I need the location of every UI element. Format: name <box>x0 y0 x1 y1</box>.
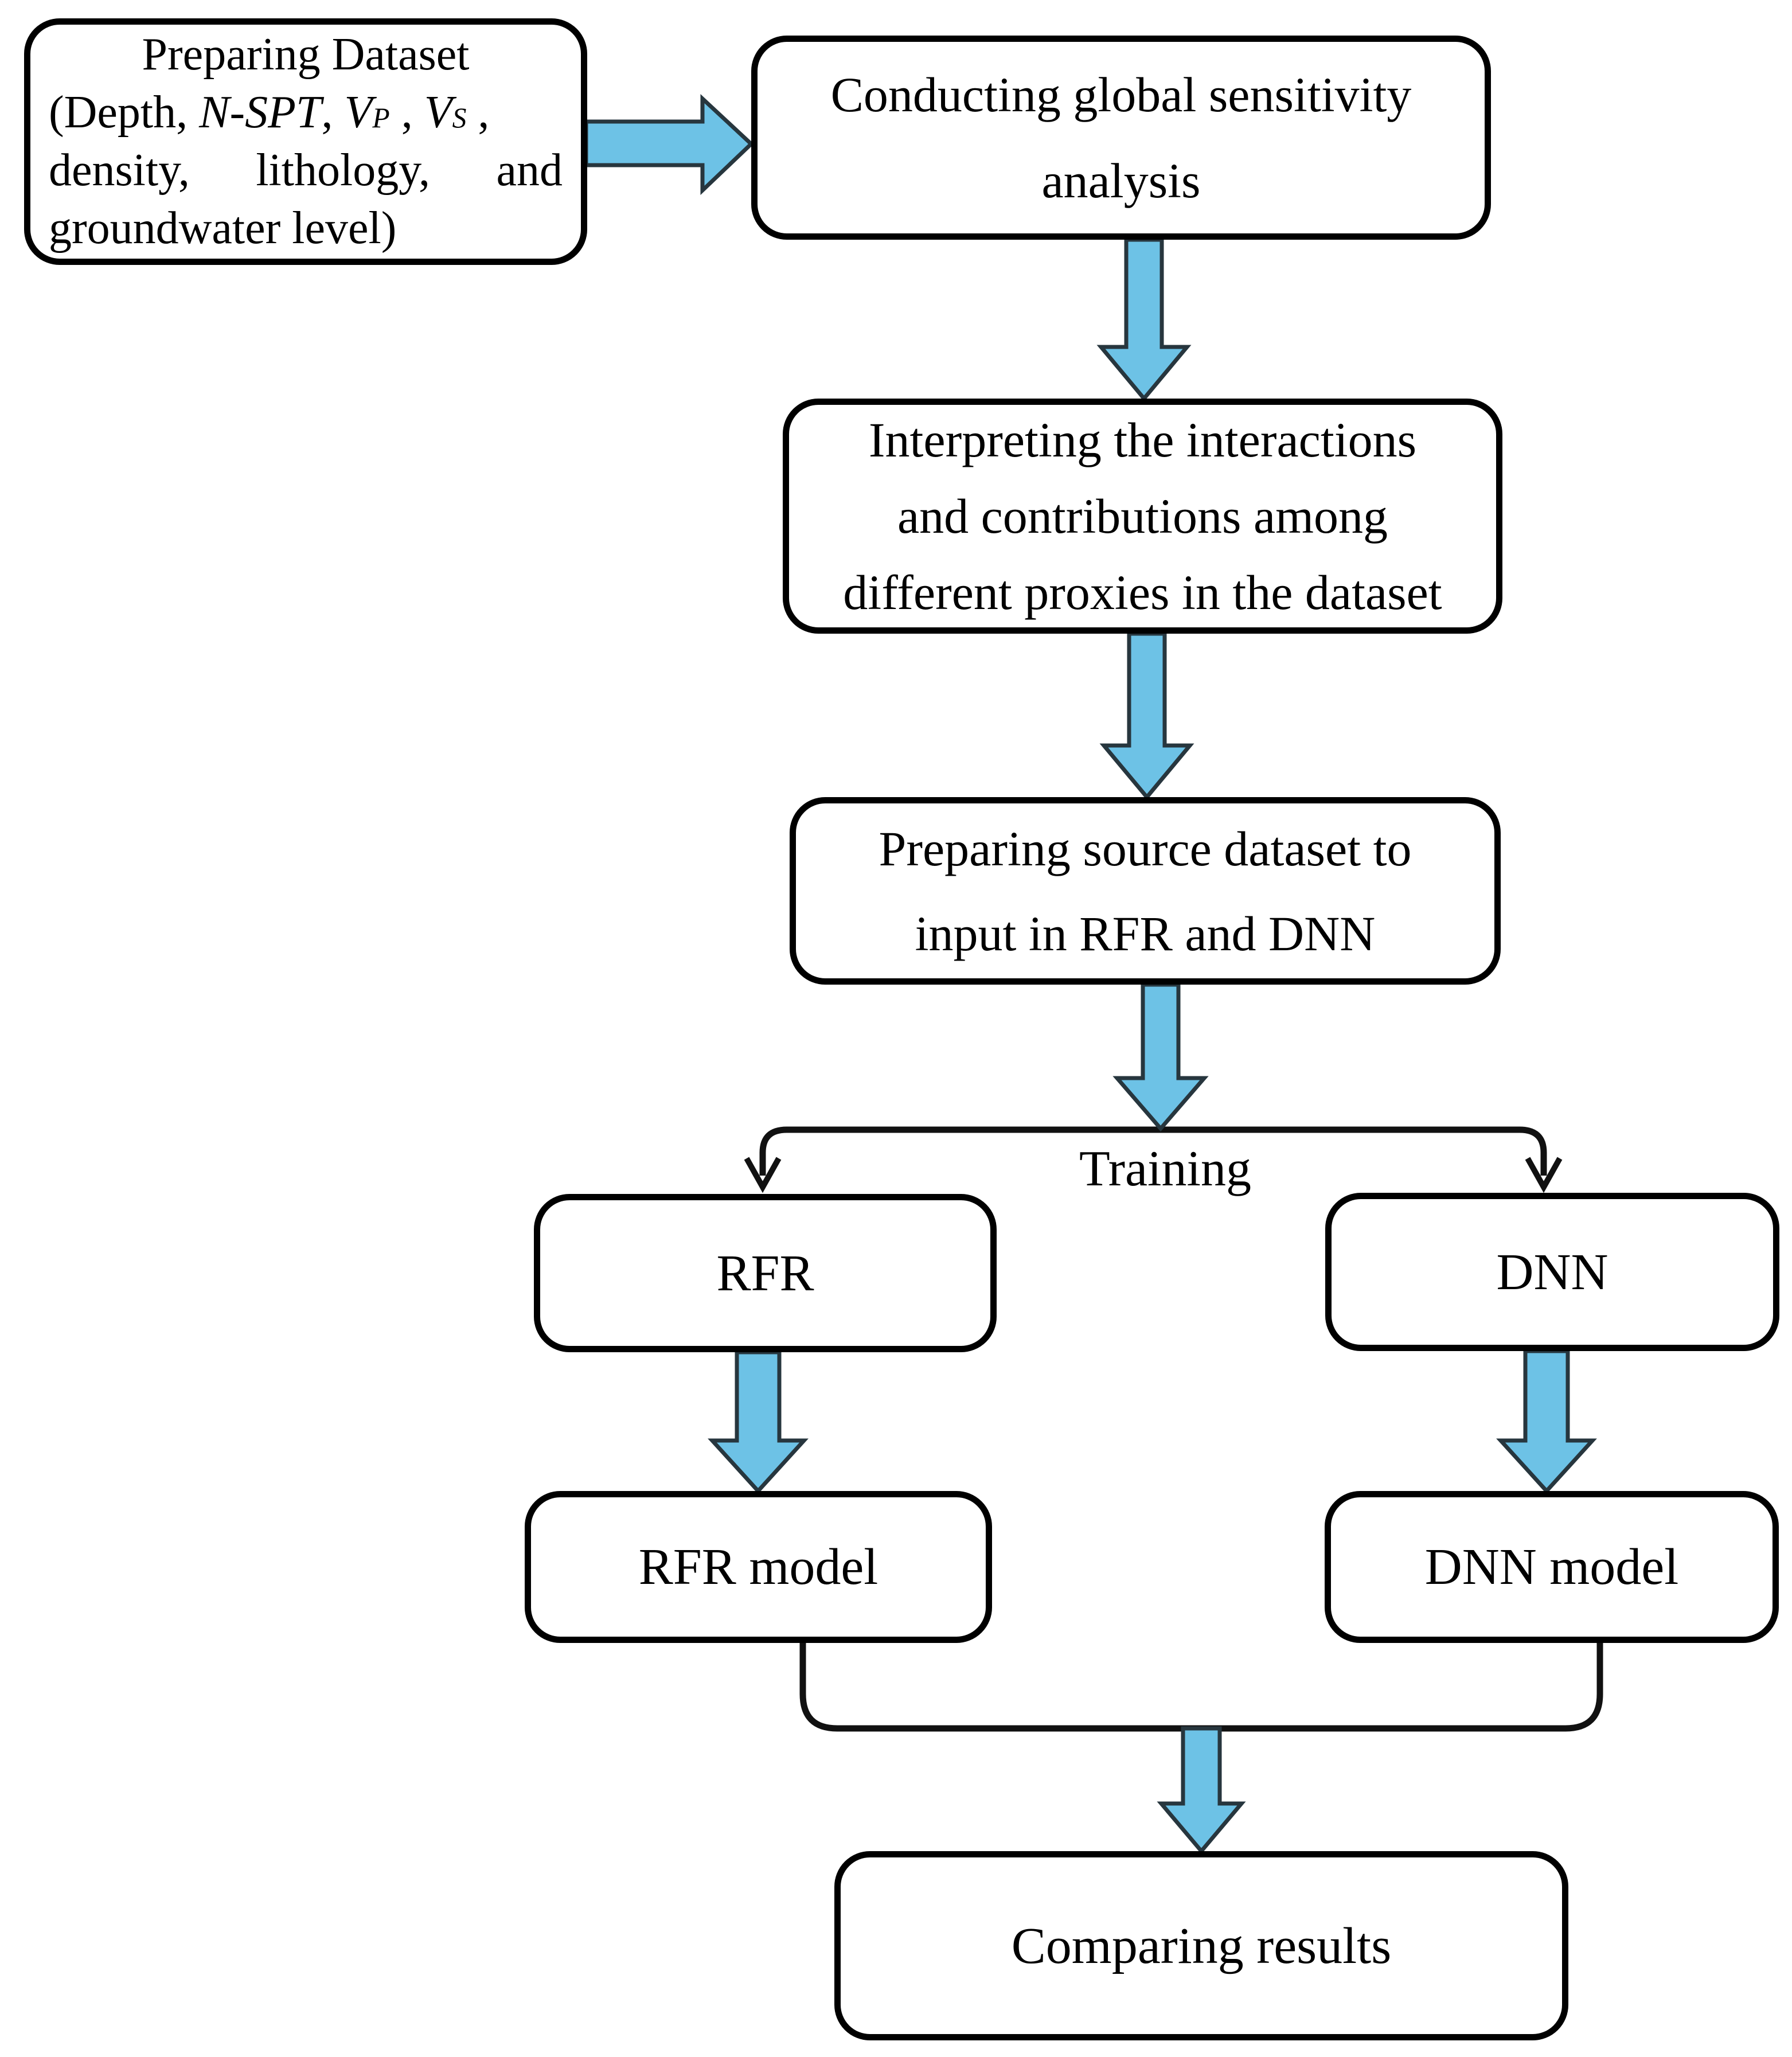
node-comparing-results: Comparing results <box>834 1851 1568 2040</box>
converge-connector <box>799 1641 1603 1732</box>
source-line-1: Preparing source dataset to <box>879 821 1412 876</box>
dataset-sep2-text: , <box>389 87 424 138</box>
sensitivity-line-2: analysis <box>1041 153 1201 208</box>
dataset-density-text: density, <box>49 145 190 196</box>
node-global-sensitivity: Conducting global sensitivity analysis <box>751 36 1491 240</box>
dataset-depth-text: (Depth, <box>49 87 200 138</box>
dataset-line-3: density, lithology, and <box>49 142 563 200</box>
arrow-converge-to-comparing <box>1157 1726 1246 1855</box>
dataset-line-2: (Depth, N-SPT, VP , VS , <box>49 84 563 142</box>
arrow-dnn-to-dnn-model <box>1496 1349 1597 1494</box>
sensitivity-line-1: Conducting global sensitivity <box>830 67 1412 122</box>
arrow-interpret-to-source <box>1099 631 1194 801</box>
converge-line-left <box>799 1641 1201 1732</box>
arrow-dataset-to-sensitivity <box>584 93 755 196</box>
dataset-vs-text: V <box>424 87 452 138</box>
node-rfr-model: RFR model <box>525 1491 992 1643</box>
rfr-label: RFR <box>716 1244 814 1302</box>
node-source-dataset: Preparing source dataset to input in RFR… <box>790 797 1501 985</box>
dataset-lithology-text: lithology, <box>256 145 431 196</box>
training-label: Training <box>1079 1141 1251 1197</box>
dataset-and-text: and <box>496 145 563 196</box>
dataset-vp-subscript: P <box>372 102 390 134</box>
node-interpret-interactions: Interpreting the interactions and contri… <box>783 399 1502 634</box>
dataset-vp-text: V <box>344 87 373 138</box>
arrow-rfr-to-rfr-model <box>708 1350 809 1494</box>
node-dnn-model: DNN model <box>1325 1491 1779 1643</box>
interpret-line-3: different proxies in the dataset <box>843 564 1442 620</box>
rfr-model-label: RFR model <box>638 1539 879 1595</box>
node-rfr: RFR <box>534 1194 997 1352</box>
interpret-line-2: and contributions among <box>897 488 1388 544</box>
dataset-vs-subscript: S <box>452 102 467 134</box>
split-arrowhead-right-icon <box>1525 1157 1563 1193</box>
dnn-model-label: DNN model <box>1424 1539 1679 1595</box>
split-arrowhead-left-icon <box>744 1157 782 1193</box>
training-split-connector <box>744 1126 1563 1193</box>
node-dnn: DNN <box>1325 1193 1779 1351</box>
arrow-source-to-training <box>1112 982 1209 1132</box>
dataset-sep1-text: , <box>321 87 345 138</box>
interpret-line-1: Interpreting the interactions <box>868 412 1417 467</box>
comparing-results-label: Comparing results <box>1011 1917 1392 1974</box>
dnn-label: DNN <box>1496 1243 1608 1301</box>
dataset-line-4: groundwater level) <box>49 200 563 257</box>
source-line-2: input in RFR and DNN <box>915 905 1376 961</box>
converge-line-right <box>1201 1641 1603 1732</box>
arrow-sensitivity-to-interpret <box>1096 237 1192 402</box>
dataset-nspt-text: N-SPT <box>199 87 322 138</box>
dataset-sep3-text: , <box>466 87 490 138</box>
dataset-line-1: Preparing Dataset <box>49 26 563 84</box>
dataset-groundwater-text: groundwater level) <box>49 203 397 253</box>
node-preparing-dataset: Preparing Dataset (Depth, N-SPT, VP , VS… <box>24 18 587 265</box>
split-line <box>759 1126 1547 1176</box>
dataset-title-text: Preparing Dataset <box>142 29 470 80</box>
